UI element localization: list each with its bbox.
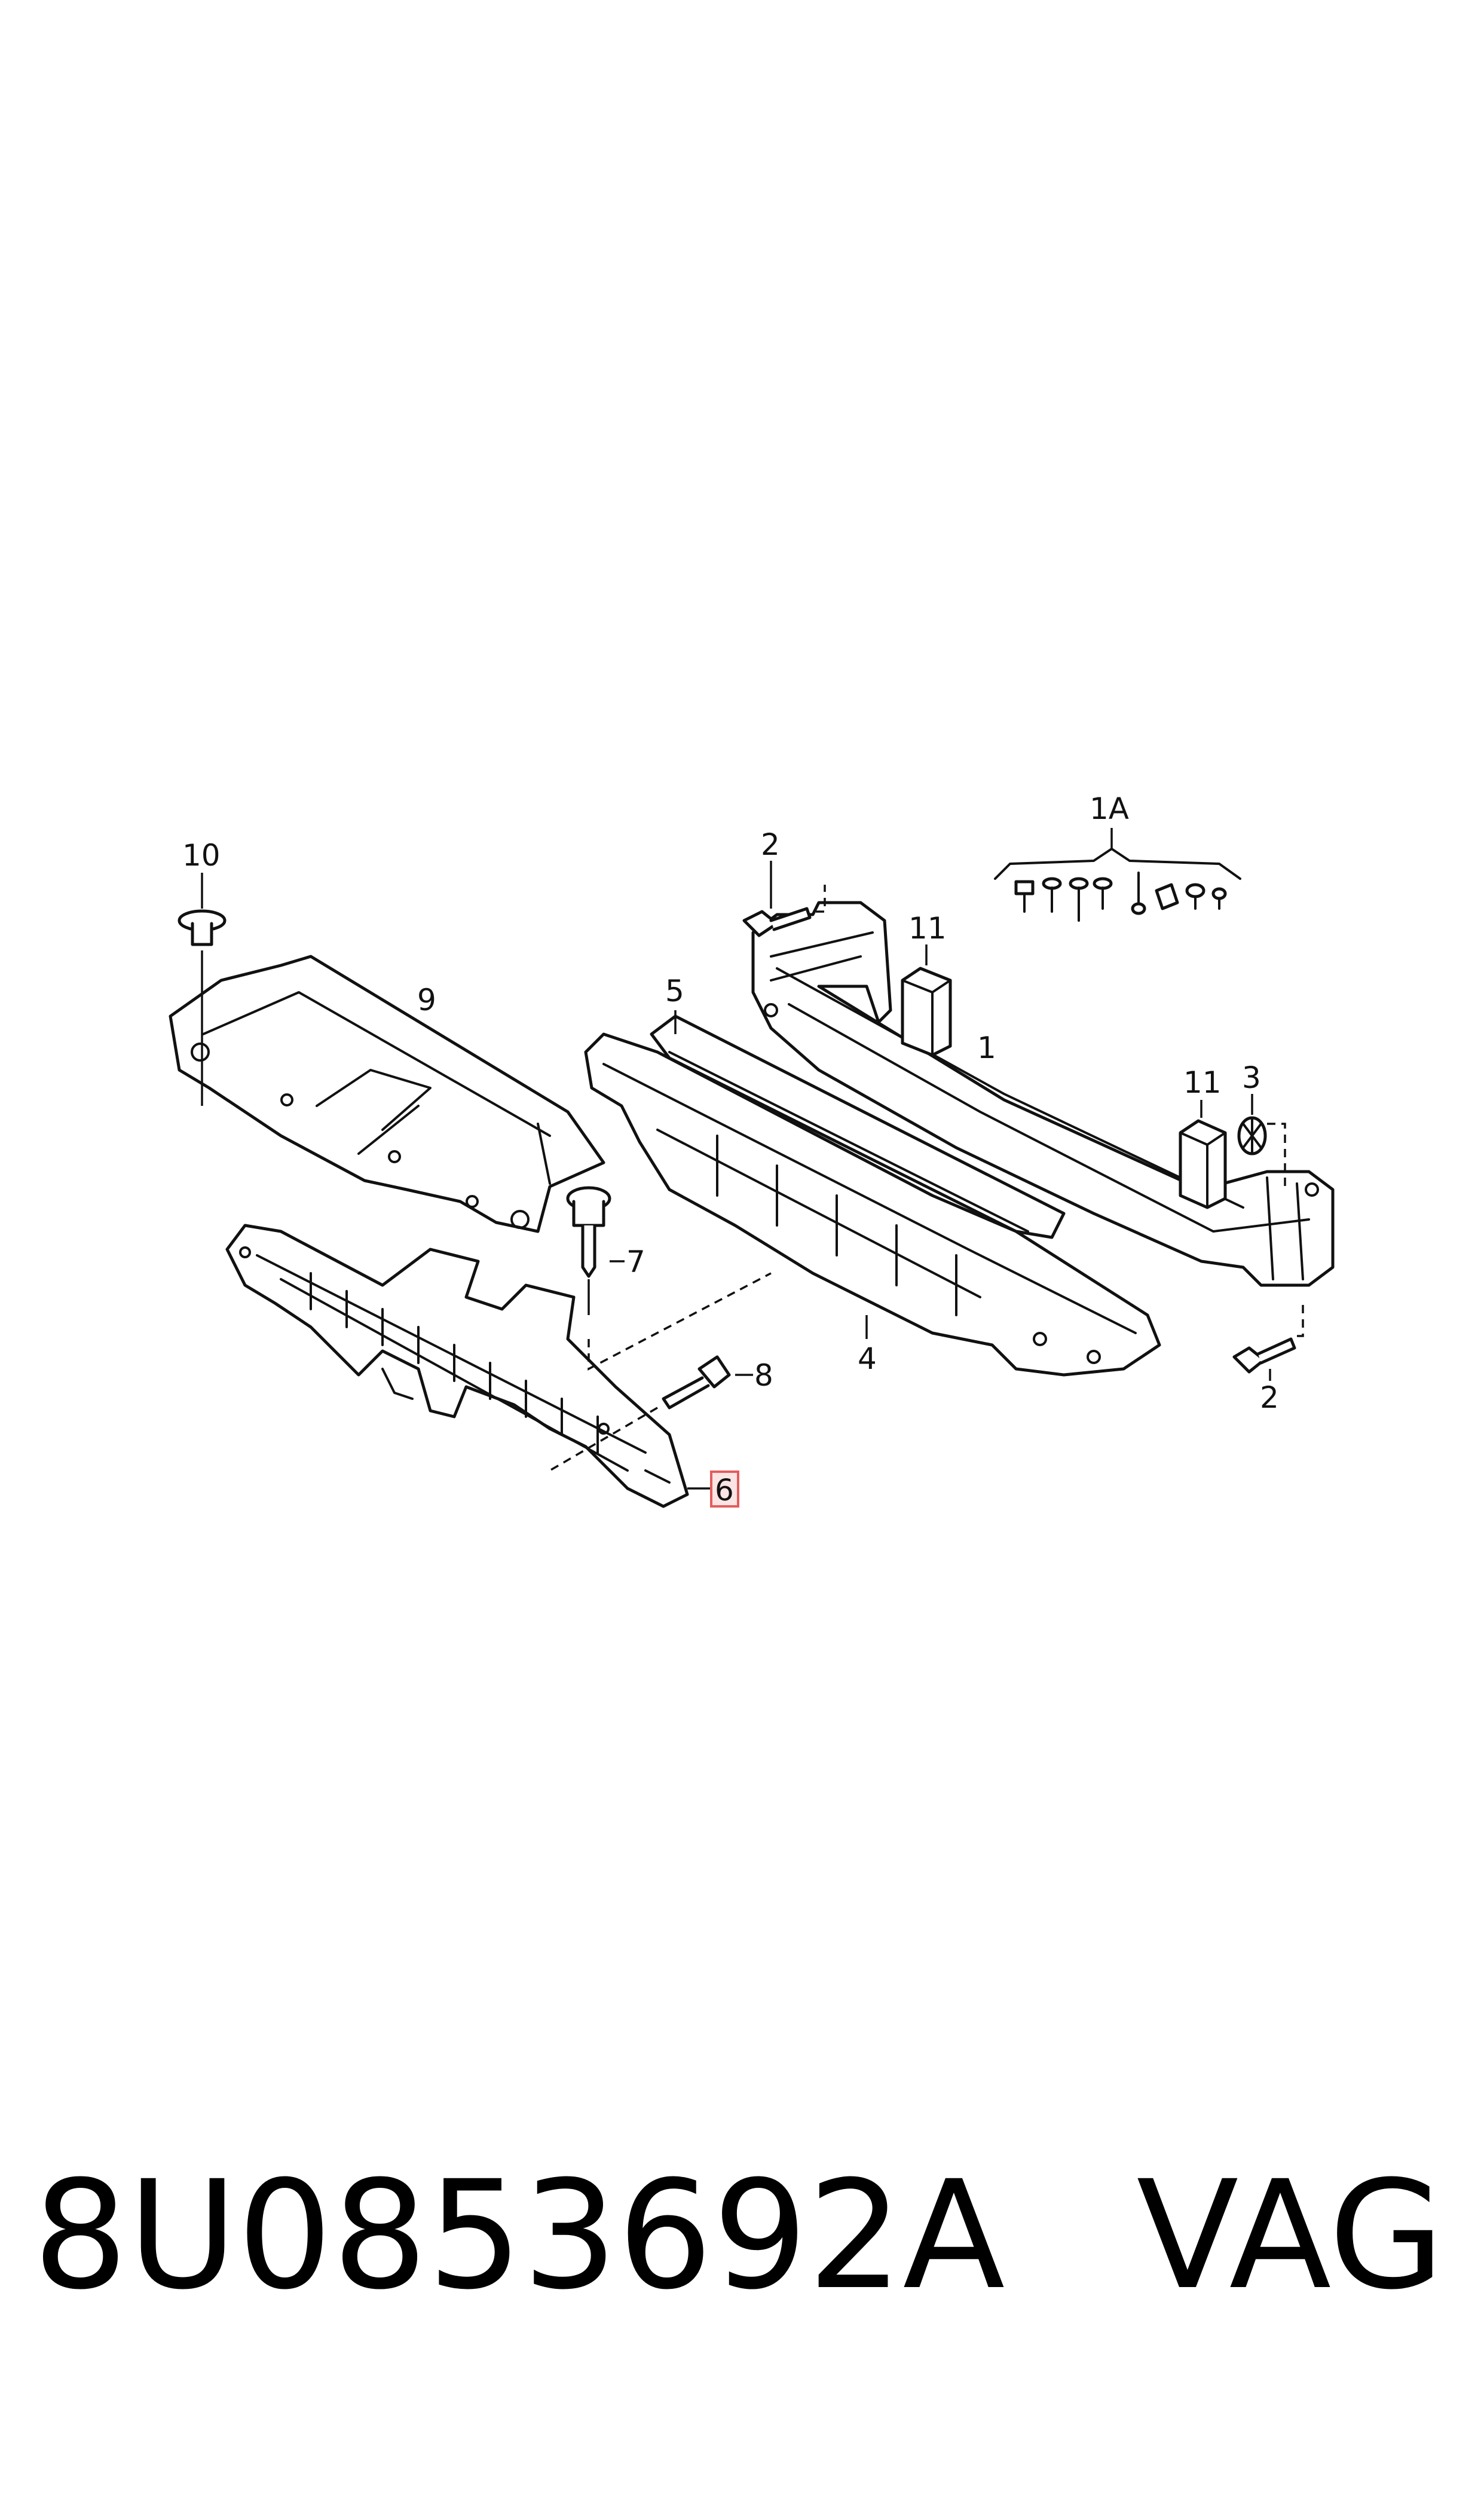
fastener-2 — [1042, 877, 1062, 913]
part-2-bolt-bottom — [1232, 1303, 1304, 1381]
part-1a-fastener-set — [994, 828, 1241, 922]
callout-2-top: 2 — [761, 827, 780, 862]
fastener-8 — [1211, 887, 1227, 910]
fastener-7 — [1185, 883, 1205, 910]
part-number: 8U0853692A — [33, 2148, 1005, 2322]
part-4-absorber — [584, 1032, 1161, 1377]
part-caption: 8U0853692A VAG — [33, 2146, 1455, 2325]
callout-4: 4 — [858, 1341, 877, 1376]
callout-5: 5 — [665, 974, 684, 1008]
fastener-1 — [1014, 880, 1035, 913]
callout-8: 8 — [754, 1358, 773, 1393]
fastener-5 — [1131, 872, 1146, 915]
callout-11-right: 11 — [1183, 1065, 1222, 1100]
callout-3: 3 — [1242, 1060, 1261, 1095]
part-11-pad-left — [901, 944, 952, 1057]
callout-6[interactable]: 6 — [715, 1473, 734, 1508]
part-3-star-washer — [1237, 1094, 1286, 1190]
callout-7: 7 — [626, 1245, 645, 1279]
callout-9: 9 — [417, 983, 436, 1017]
callout-1a: 1A — [1090, 791, 1129, 826]
callout-2-bottom: 2 — [1260, 1380, 1279, 1415]
fastener-4 — [1093, 877, 1113, 910]
callout-6-highlight[interactable] — [710, 1471, 739, 1508]
part-11-pad-right — [1179, 1100, 1227, 1209]
part-2-bolt-top — [742, 861, 826, 937]
part-9-cover-panel — [169, 955, 605, 1233]
part-10-clip — [178, 873, 227, 1106]
part-8-screw — [549, 1355, 753, 1472]
part-6-bracket — [225, 1224, 689, 1508]
fastener-3 — [1069, 877, 1089, 922]
callout-10: 10 — [182, 838, 221, 873]
brand-name: VAG — [1136, 2148, 1445, 2322]
part-7-screw — [566, 1186, 772, 1371]
callout-1: 1 — [977, 1031, 996, 1065]
callout-11-left: 11 — [908, 911, 947, 946]
fastener-6 — [1155, 883, 1179, 910]
